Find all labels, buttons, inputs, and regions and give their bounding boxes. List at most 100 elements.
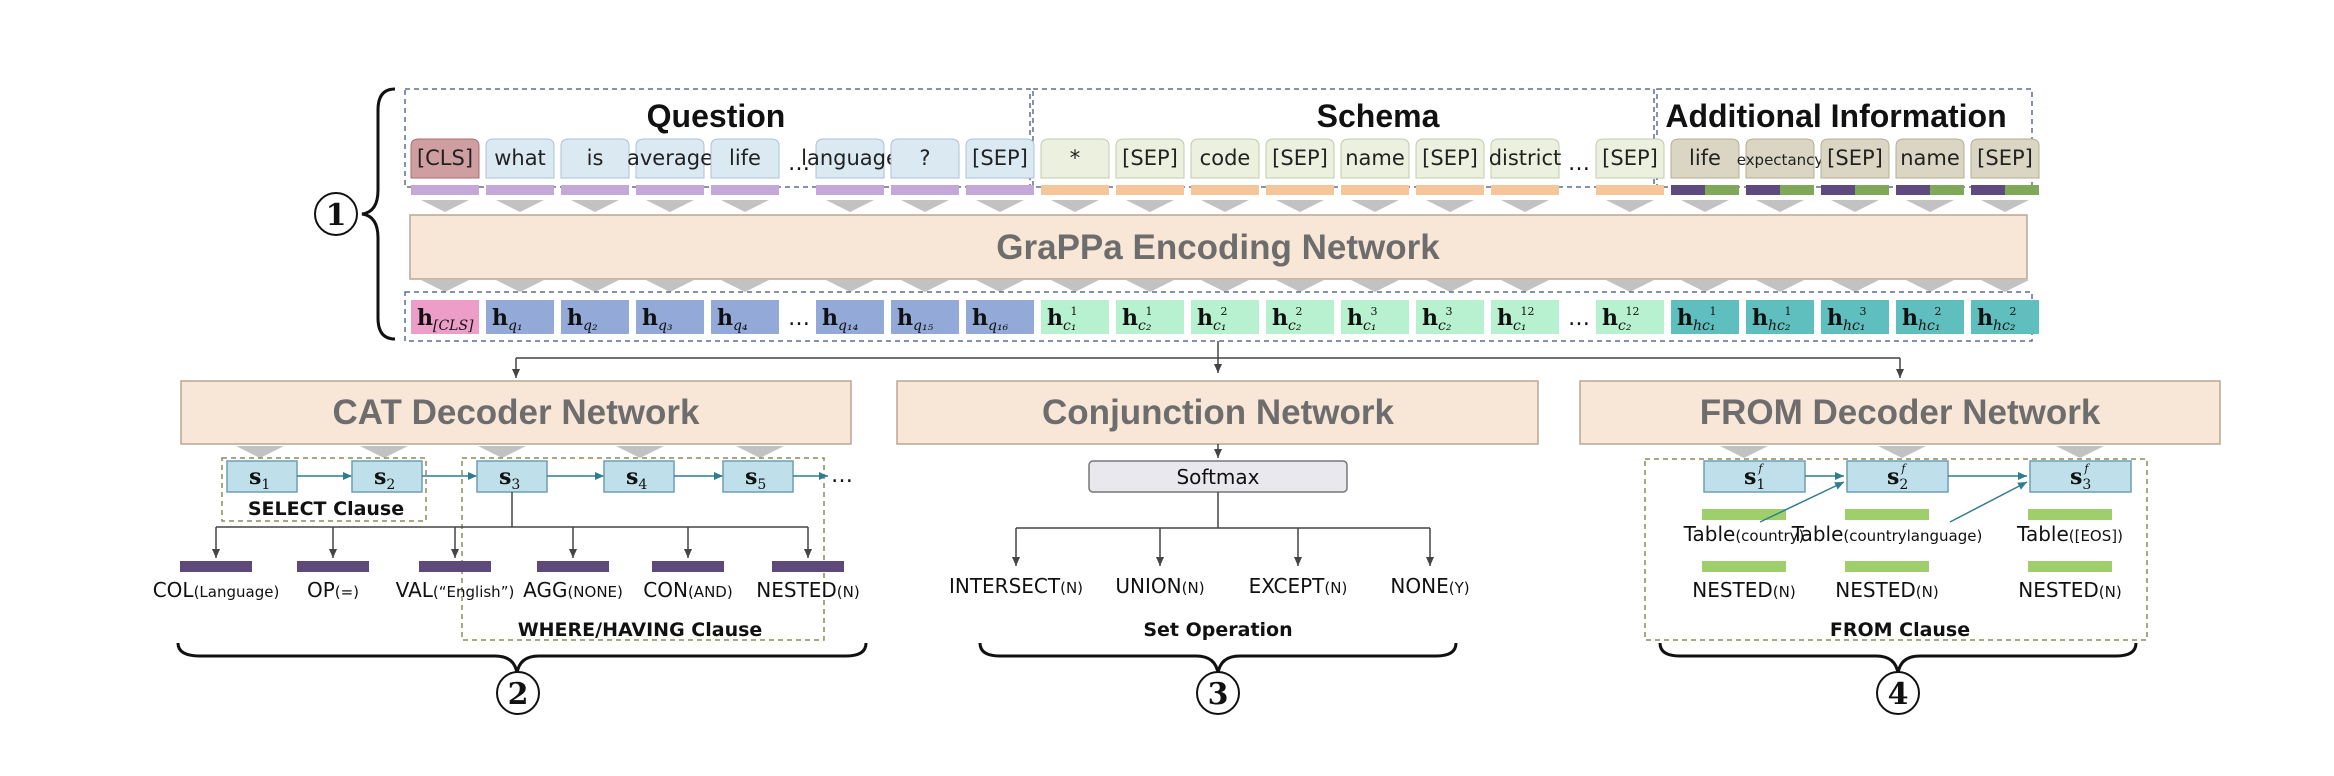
from-table-bar	[2028, 509, 2112, 520]
token: expectancy	[1737, 138, 1823, 179]
token-box	[410, 138, 480, 179]
hidden-state: hc₂3	[1416, 300, 1484, 334]
info-embedding-bar-right	[1780, 185, 1814, 195]
token-label: district	[1489, 146, 1562, 170]
cat-output-bar	[419, 561, 491, 572]
cat-output-bar	[537, 561, 609, 572]
gray-arrow	[1606, 200, 1654, 212]
hidden-state: hq₁	[486, 300, 554, 334]
token-ellipsis: …	[788, 151, 810, 176]
token-box	[815, 138, 885, 179]
cat-state: s4	[603, 460, 675, 493]
info-embedding-bar-left	[1671, 185, 1705, 195]
from-feedback-arrow	[1759, 481, 1845, 523]
hidden-state-label: hq₂	[567, 305, 598, 334]
token-box	[1595, 138, 1665, 179]
from-nested-bar	[1845, 561, 1929, 572]
token-label: [SEP]	[1272, 146, 1328, 170]
from-input-arrows	[1720, 446, 2104, 458]
token-box	[1490, 138, 1560, 179]
cat-output-bar	[180, 561, 252, 572]
token-box	[1265, 138, 1335, 179]
cat-output-label: NESTED(N)	[756, 578, 859, 602]
cat-output-label: OP(=)	[307, 578, 359, 602]
info-embedding-bar-left	[1746, 185, 1780, 195]
from-state-box	[2029, 460, 2132, 493]
token-box	[560, 138, 630, 179]
hidden-state-box	[411, 300, 479, 334]
hidden-state-box	[1596, 300, 1664, 334]
cat-state-label: s3	[499, 464, 520, 493]
hidden-state-label: hc₁2	[1197, 305, 1227, 334]
gray-arrow	[478, 446, 526, 458]
schema-embedding-bar	[1116, 185, 1184, 195]
question-embedding-bar	[711, 185, 779, 195]
hidden-state-box	[1821, 300, 1889, 334]
token-box	[1415, 138, 1485, 179]
hidden-state-box	[1491, 300, 1559, 334]
hidden-state-label: hc₁3	[1347, 305, 1377, 334]
gray-arrow	[1981, 280, 2029, 292]
cat-output-label: VAL(“English”)	[396, 578, 515, 602]
gray-arrow	[421, 280, 469, 292]
hidden-state: hhc₁1	[1671, 300, 1739, 334]
token-box	[1115, 138, 1185, 179]
hidden-ellipsis: …	[788, 306, 810, 331]
marker-4: 4	[1888, 677, 1909, 712]
from-decoder-title: FROM Decoder Network	[1700, 393, 2101, 432]
schema-embedding-bar	[1341, 185, 1409, 195]
marker-3: 3	[1208, 677, 1229, 712]
from-nested-label: NESTED(N)	[1835, 578, 1938, 602]
hidden-state-label: hq₃	[642, 305, 673, 334]
info-embedding-bar-right	[1705, 185, 1739, 195]
hidden-state-label: hhc₂2	[1977, 305, 2016, 334]
gray-arrow	[571, 200, 619, 212]
token-label: life	[1689, 146, 1721, 170]
hidden-state-label: hc₂1	[1122, 305, 1152, 334]
hidden-state: hc₁2	[1191, 300, 1259, 334]
token-label: *	[1070, 146, 1081, 170]
gray-arrow	[1906, 200, 1954, 212]
gray-arrow	[1351, 200, 1399, 212]
gray-arrow	[360, 446, 408, 458]
token-label: [SEP]	[1122, 146, 1178, 170]
token: name	[1895, 138, 1965, 179]
hidden-state: hhc₂1	[1746, 300, 1814, 334]
hidden-state-label: hhc₁2	[1902, 305, 1941, 334]
set-operation-label: Set Operation	[1143, 619, 1292, 641]
token-label: [SEP]	[1602, 146, 1658, 170]
gray-arrow	[1756, 200, 1804, 212]
gray-arrow	[646, 280, 694, 292]
gray-arrow	[901, 280, 949, 292]
token: [SEP]	[1970, 138, 2040, 179]
gray-arrow	[1426, 280, 1474, 292]
input-brace	[361, 87, 396, 341]
token-box	[1670, 138, 1740, 179]
cat-state: s3	[476, 460, 548, 493]
from-nested-label: NESTED(N)	[1692, 578, 1795, 602]
token-label: [SEP]	[1977, 146, 2033, 170]
hidden-state-label: hc₁12	[1497, 305, 1534, 334]
info-embedding-bar-right	[1930, 185, 1964, 195]
hidden-state: hc₁3	[1341, 300, 1409, 334]
hidden-state-box	[1341, 300, 1409, 334]
gray-arrow	[1878, 446, 1926, 458]
token: life	[1670, 138, 1740, 179]
schema-embedding-bar	[1191, 185, 1259, 195]
gray-arrow	[1126, 200, 1174, 212]
question-embedding-bar	[486, 185, 554, 195]
token: what	[485, 138, 555, 179]
hidden-state: hq₃	[636, 300, 704, 334]
gray-arrow	[721, 280, 769, 292]
token: code	[1190, 138, 1260, 179]
hidden-state-label: hq₁₅	[897, 305, 934, 334]
gray-arrow	[1051, 200, 1099, 212]
gray-arrow	[1681, 280, 1729, 292]
token-label: code	[1200, 146, 1251, 170]
cat-state-label: s5	[745, 464, 766, 493]
token-ellipsis: …	[1568, 151, 1590, 176]
token: [SEP]	[1820, 138, 1890, 179]
token: language	[801, 138, 899, 179]
